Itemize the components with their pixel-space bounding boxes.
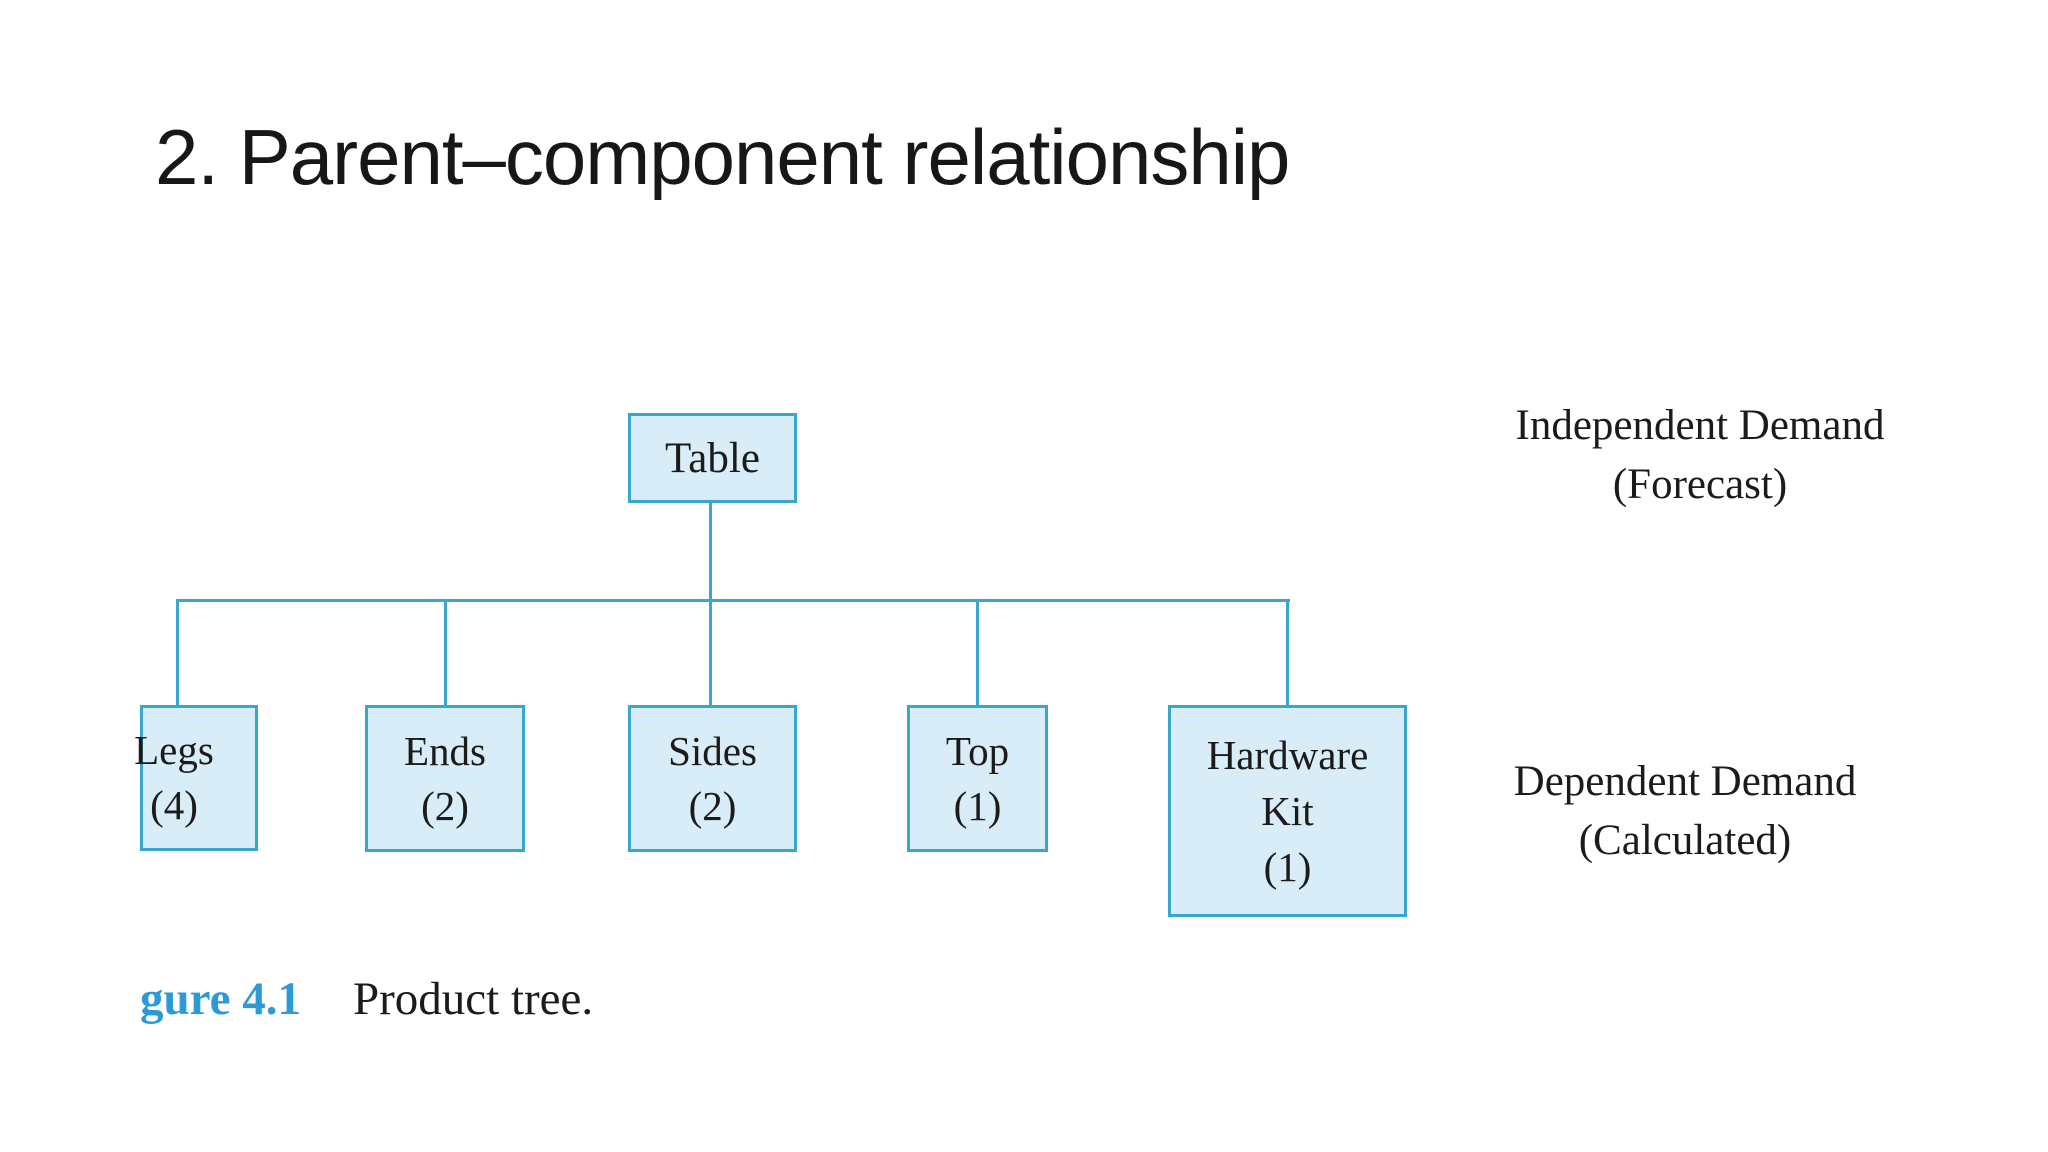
node-top: Top (1) [907,705,1048,852]
node-table: Table [628,413,797,503]
node-top-label: Top (1) [946,724,1009,834]
node-hardware-kit-name2: Kit [1261,788,1314,834]
annotation-independent-line1: Independent Demand [1515,402,1885,449]
node-sides: Sides (2) [628,705,797,852]
node-top-qty: (1) [953,782,1002,829]
node-hardware-kit-label: Hardware Kit (1) [1207,727,1369,895]
node-hardware-kit-name1: Hardware [1206,732,1369,778]
figure-caption-text: Product tree. [353,973,594,1025]
node-sides-label: Sides (2) [668,724,757,834]
node-table-label: Table [665,434,760,482]
slide-title: 2. Parent–component relationship [155,113,1290,201]
node-legs-label: Legs (4) [134,723,214,833]
annotation-independent-line2: (Forecast) [1612,461,1788,508]
annotation-dependent-line1: Dependent Demand [1513,758,1857,805]
node-legs: Legs (4) [134,705,258,851]
connector-drop-legs [176,599,179,705]
connector-drop-hardware [1286,599,1289,705]
annotation-independent-demand: Independent Demand (Forecast) [1440,396,1960,514]
node-ends: Ends (2) [365,705,525,852]
node-legs-name: Legs [134,727,214,773]
figure-caption: gure 4.1 Product tree. [140,972,593,1026]
node-hardware-kit: Hardware Kit (1) [1168,705,1407,917]
node-ends-qty: (2) [421,782,469,829]
connector-drop-ends [444,599,447,705]
node-hardware-kit-qty: (1) [1263,844,1312,890]
annotation-dependent-demand: Dependent Demand (Calculated) [1425,752,1945,870]
node-sides-qty: (2) [688,782,737,829]
connector-drop-top [976,599,979,705]
node-ends-name: Ends [404,727,486,774]
annotation-dependent-line2: (Calculated) [1578,817,1792,864]
figure-caption-label: gure 4.1 [140,973,302,1025]
node-ends-label: Ends (2) [404,724,486,834]
node-top-name: Top [945,727,1010,774]
node-sides-name: Sides [668,727,757,774]
connector-horizontal [176,599,1290,602]
connector-root-to-sides [709,503,712,705]
node-legs-qty: (4) [150,782,198,828]
